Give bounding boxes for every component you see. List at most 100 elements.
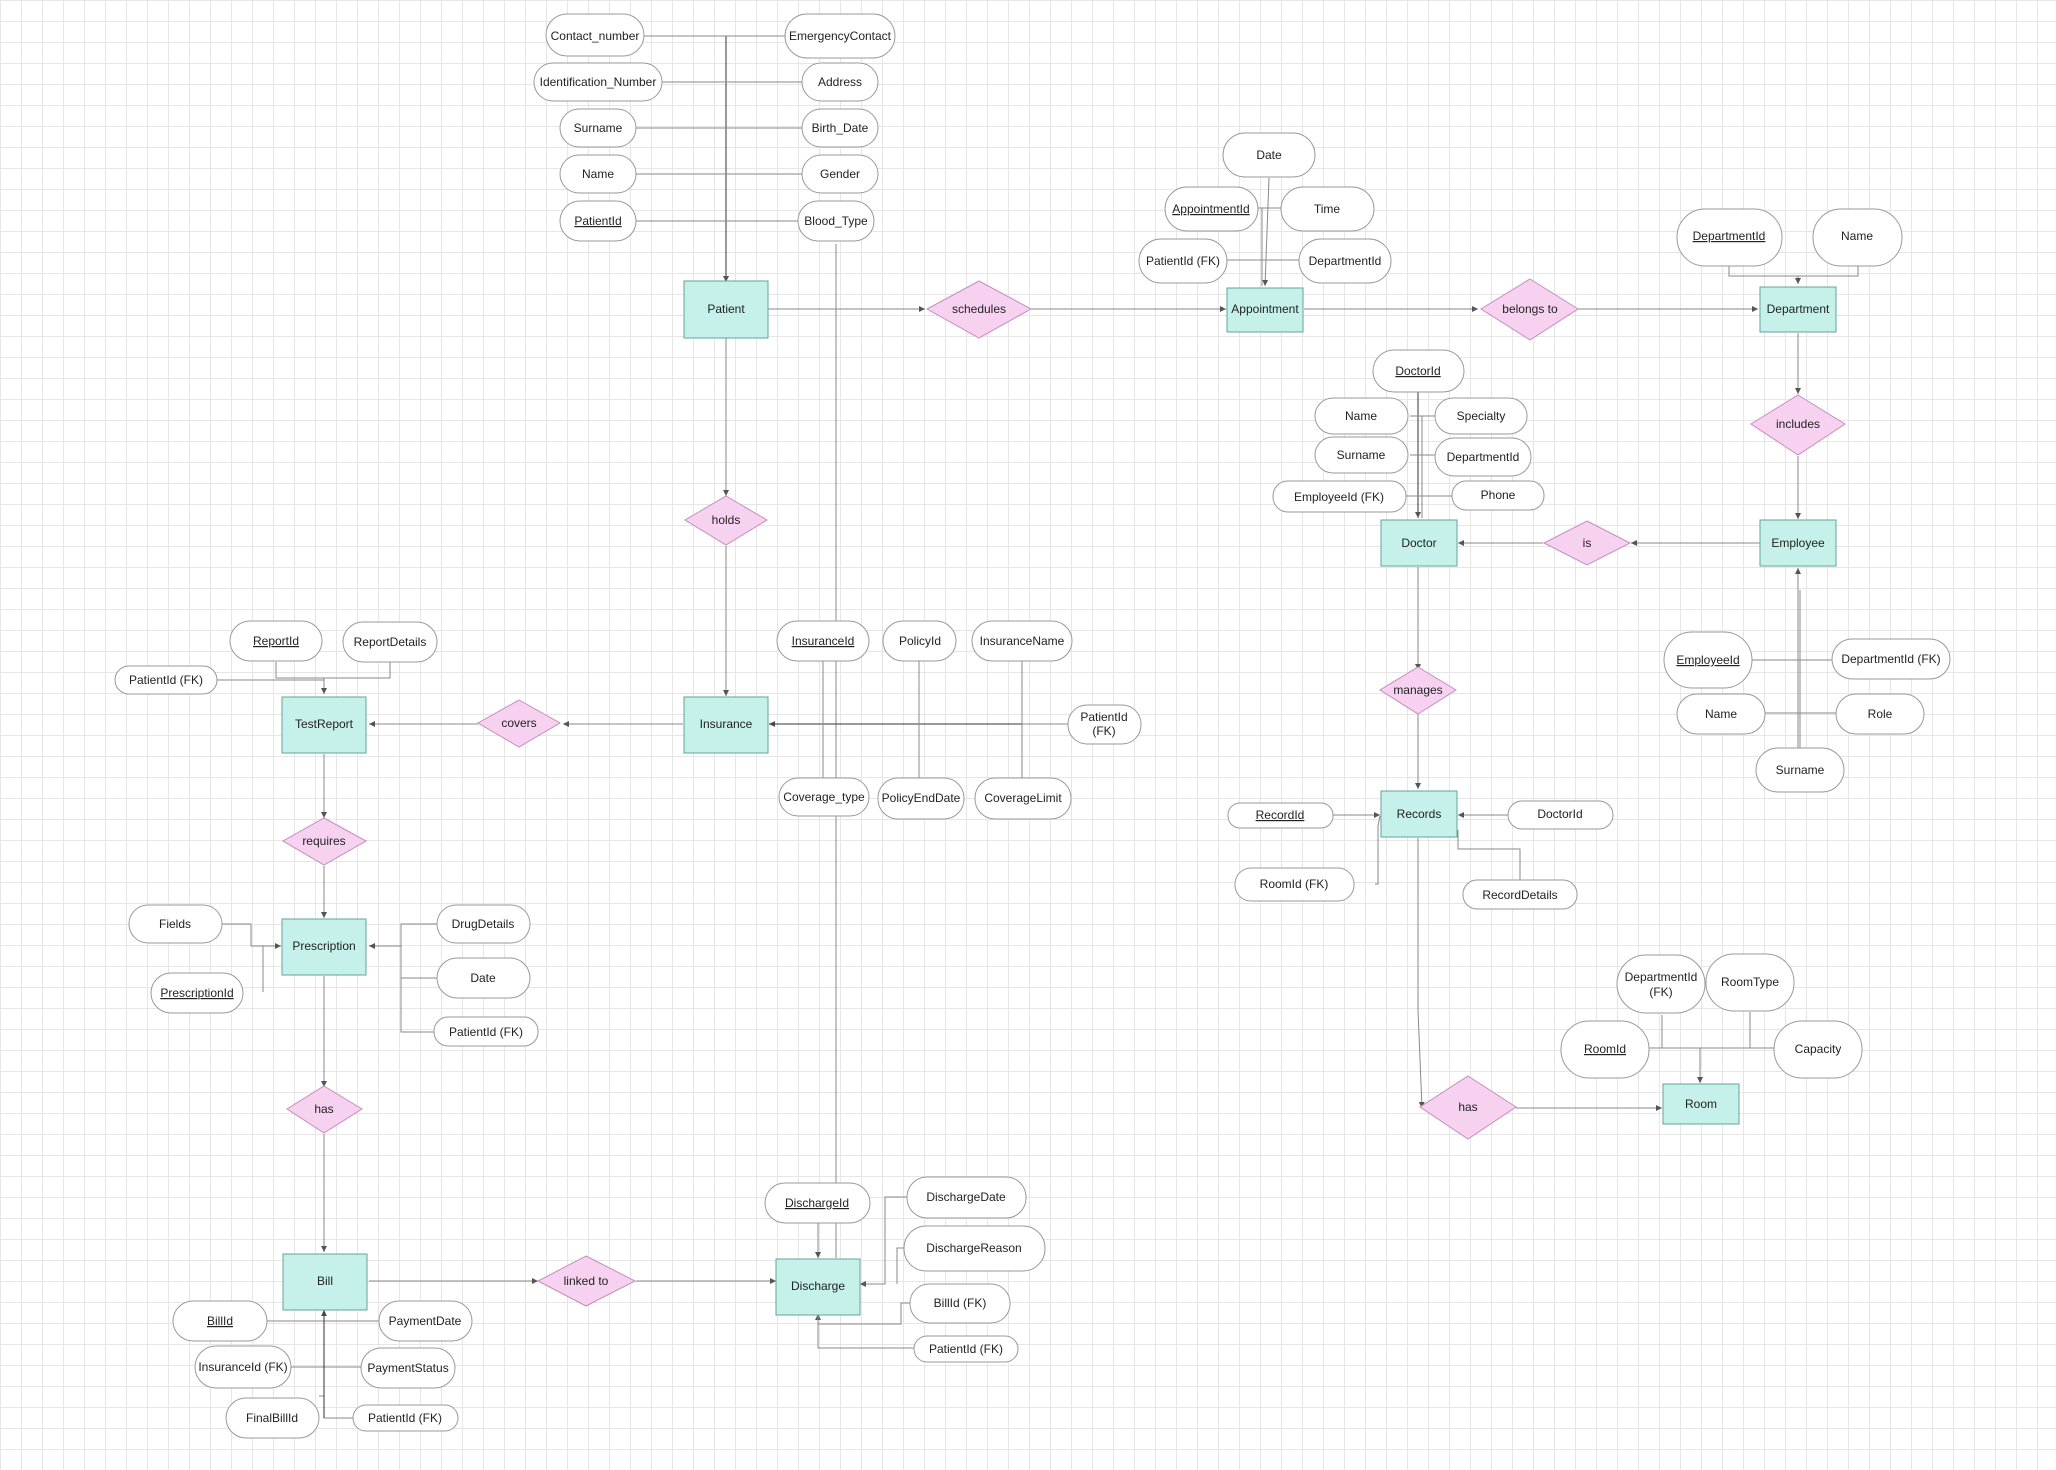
attr-employee-id-key[interactable]: EmployeeId [1663,631,1753,689]
attr-bill-insurance-id-fk[interactable]: InsuranceId (FK) [194,1345,292,1389]
attr-discharge-reason[interactable]: DischargeReason [903,1225,1046,1272]
entity-patient[interactable]: Patient [683,280,769,339]
relationship-schedules[interactable]: schedules [925,280,1033,339]
attribute-label: DischargeDate [926,1190,1006,1204]
attr-final-bill-id[interactable]: FinalBillId [225,1397,320,1439]
attr-discharge-bill-id-fk[interactable]: BillId (FK) [909,1283,1011,1324]
entity-label: Department [1767,302,1830,316]
attr-discharge-id-key[interactable]: DischargeId [764,1182,871,1224]
attribute-label: (FK) [1649,985,1672,999]
attr-appointment-date[interactable]: Date [1222,132,1316,178]
attr-doctor-surname[interactable]: Surname [1314,436,1409,474]
relationship-belongs-to[interactable]: belongs to [1480,278,1579,341]
attribute-label: RecordDetails [1482,888,1557,902]
relationship-has-room[interactable]: has [1419,1075,1517,1140]
entity-records[interactable]: Records [1380,790,1458,838]
attr-policy-end-date[interactable]: PolicyEndDate [877,777,965,820]
attr-drug-details[interactable]: DrugDetails [436,904,531,944]
relationship-linked-to[interactable]: linked to [536,1255,637,1307]
attr-address[interactable]: Address [801,62,879,102]
attribute-label: InsuranceId [792,634,855,648]
relationship-includes[interactable]: includes [1750,394,1846,456]
attr-emergency-contact[interactable]: EmergencyContact [784,13,896,59]
attr-discharge-date[interactable]: DischargeDate [906,1176,1027,1219]
attr-appointment-department-id[interactable]: DepartmentId [1298,238,1392,284]
attr-doctor-specialty[interactable]: Specialty [1434,397,1528,435]
attr-prescription-patient-id-fk[interactable]: PatientId (FK) [433,1016,539,1047]
attr-coverage-type[interactable]: Coverage_type [778,777,870,817]
attr-records-doctor-id[interactable]: DoctorId [1507,800,1614,830]
attr-room-capacity[interactable]: Capacity [1773,1020,1863,1079]
attr-room-department-id-fk[interactable]: DepartmentId(FK) [1616,954,1706,1014]
attr-insurance-name[interactable]: InsuranceName [971,620,1073,662]
entity-room[interactable]: Room [1662,1083,1740,1125]
attr-insurance-patient-id-fk[interactable]: PatientId(FK) [1067,704,1142,745]
attribute-label: DepartmentId [1447,450,1520,464]
attr-employee-department-id-fk[interactable]: DepartmentId (FK) [1831,638,1951,680]
attr-coverage-limit[interactable]: CoverageLimit [974,777,1072,820]
relationship-manages[interactable]: manages [1379,666,1457,715]
attr-payment-date[interactable]: PaymentDate [378,1300,473,1342]
attr-records-room-id-fk[interactable]: RoomId (FK) [1234,867,1355,902]
entity-bill[interactable]: Bill [282,1253,368,1311]
attr-doctor-name[interactable]: Name [1314,397,1409,435]
attr-contact-number[interactable]: Contact_number [545,13,645,57]
relationship-is[interactable]: is [1542,520,1632,566]
attr-report-details[interactable]: ReportDetails [342,621,438,663]
entity-doctor[interactable]: Doctor [1380,519,1458,567]
attr-prescription-date[interactable]: Date [436,957,531,999]
entity-discharge[interactable]: Discharge [775,1258,861,1316]
attribute-label: Time [1314,202,1341,216]
attr-bill-id-key[interactable]: BillId [172,1300,268,1342]
attr-employee-surname[interactable]: Surname [1755,747,1845,793]
attr-testreport-patient-id-fk[interactable]: PatientId (FK) [114,665,218,695]
attr-insurance-id-key[interactable]: InsuranceId [776,620,870,662]
entity-testreport[interactable]: TestReport [281,696,367,754]
attribute-label: Name [582,167,614,181]
attribute-label: Surname [1776,763,1825,777]
attr-patient-name[interactable]: Name [559,154,637,194]
attr-record-id-key[interactable]: RecordId [1227,802,1334,829]
attr-patient-id-key[interactable]: PatientId [559,200,637,242]
entity-label: Records [1397,807,1442,821]
attr-bill-patient-id-fk[interactable]: PatientId (FK) [352,1404,459,1432]
attr-blood-type[interactable]: Blood_Type [797,200,875,242]
attr-employee-name[interactable]: Name [1676,693,1766,735]
relationship-covers[interactable]: covers [476,699,562,748]
attribute-label: Birth_Date [812,121,869,135]
attr-payment-status[interactable]: PaymentStatus [360,1347,456,1389]
attr-department-id-key[interactable]: DepartmentId [1676,208,1783,267]
attr-prescription-fields[interactable]: Fields [128,904,223,944]
entity-insurance[interactable]: Insurance [683,696,769,754]
relationship-requires[interactable]: requires [281,817,368,866]
attr-doctor-department-id[interactable]: DepartmentId [1434,437,1532,477]
relationship-has-bill[interactable]: has [286,1085,363,1134]
attr-identification-number[interactable]: Identification_Number [533,62,663,102]
attr-doctor-employee-id-fk[interactable]: EmployeeId (FK) [1272,480,1407,513]
attr-patient-surname[interactable]: Surname [559,108,637,148]
attr-department-name[interactable]: Name [1812,208,1903,267]
attr-doctor-phone[interactable]: Phone [1451,480,1545,511]
entity-employee[interactable]: Employee [1759,519,1837,567]
attr-record-details[interactable]: RecordDetails [1462,879,1578,910]
attr-room-type[interactable]: RoomType [1705,953,1795,1012]
attr-discharge-patient-id-fk[interactable]: PatientId (FK) [913,1335,1019,1363]
attr-doctor-id-key[interactable]: DoctorId [1372,349,1465,393]
entity-prescription[interactable]: Prescription [281,918,367,976]
attr-appointment-time[interactable]: Time [1280,186,1375,232]
attr-appointment-patient-id-fk[interactable]: PatientId (FK) [1138,238,1228,284]
attr-gender[interactable]: Gender [801,154,879,194]
attribute-label: Coverage_type [783,790,865,804]
attr-employee-role[interactable]: Role [1835,693,1925,735]
entity-department[interactable]: Department [1759,286,1837,333]
attr-policy-id[interactable]: PolicyId [882,620,957,662]
attr-prescription-id-key[interactable]: PrescriptionId [150,972,244,1014]
attr-appointment-id-key[interactable]: AppointmentId [1164,186,1259,232]
attr-report-id-key[interactable]: ReportId [229,620,323,662]
attr-room-id-key[interactable]: RoomId [1560,1020,1650,1079]
entity-appointment[interactable]: Appointment [1226,287,1304,333]
relationship-holds[interactable]: holds [684,495,768,546]
attr-birth-date[interactable]: Birth_Date [801,108,879,148]
attribute-label: DoctorId [1537,807,1582,821]
attribute-label: PolicyId [899,634,941,648]
